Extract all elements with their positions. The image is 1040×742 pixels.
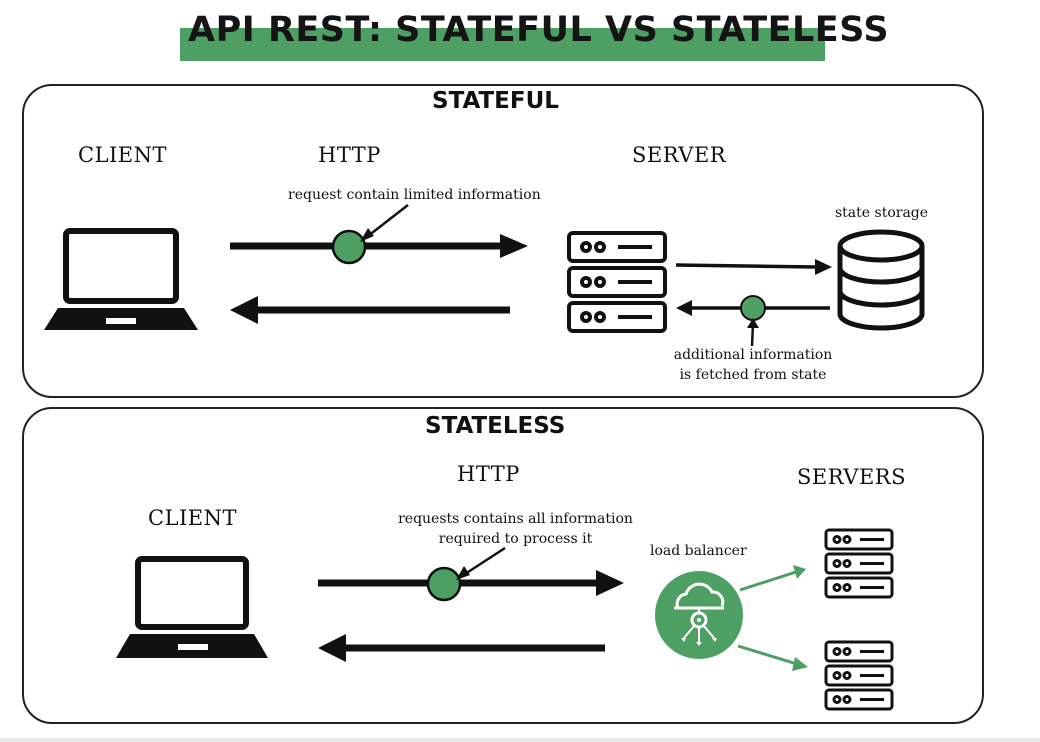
balancer-to-bottom-server-arrow (737, 644, 808, 671)
stateful-request-arrow (230, 234, 528, 258)
stateless-request-note-line1: requests contains all information (398, 511, 633, 527)
server-rack-icon (567, 231, 667, 333)
stateless-heading: STATELESS (425, 413, 566, 439)
stateless-request-note: requests contains all information requir… (388, 509, 643, 549)
title-highlight (180, 28, 825, 61)
fetch-note-line2: is fetched from state (679, 367, 827, 383)
stateless-servers-label: SERVERS (797, 465, 906, 489)
state-storage-label: state storage (835, 205, 929, 221)
stateful-client-label: CLIENT (78, 143, 168, 167)
server-rack-bottom-icon (824, 640, 894, 711)
stateless-http-label: HTTP (457, 462, 520, 486)
fetch-note: additional information is fetched from s… (668, 345, 838, 385)
balancer-to-top-server-arrow (739, 565, 806, 592)
stateful-laptop-icon (44, 228, 198, 330)
stateful-response-arrow (230, 296, 510, 324)
server-to-storage-arrow (675, 259, 832, 275)
stateless-request-arrow (318, 570, 624, 596)
server-rack-top-icon (824, 528, 894, 599)
stateful-note-pointer (360, 204, 409, 242)
stateless-laptop-icon (116, 556, 268, 658)
fetch-note-pointer (747, 318, 759, 347)
stateful-heading: STATEFUL (432, 88, 559, 114)
stateful-request-note: request contain limited information (288, 187, 541, 203)
database-icon (837, 229, 925, 331)
page-title: API REST: STATEFUL VS STATELESS (188, 10, 890, 50)
fetch-marker (740, 295, 766, 321)
stateful-request-marker (331, 229, 367, 265)
stateful-http-label: HTTP (318, 143, 381, 167)
stateless-client-label: CLIENT (148, 506, 238, 530)
stateful-panel (22, 84, 984, 398)
stateless-request-note-line2: required to process it (438, 531, 593, 547)
load-balancer-label: load balancer (650, 543, 747, 559)
stateless-response-arrow (318, 634, 605, 662)
cloud-gear-icon (655, 571, 743, 659)
stateless-note-pointer (456, 546, 506, 580)
fetch-note-line1: additional information (673, 347, 833, 363)
bottom-divider (0, 738, 1040, 742)
stateless-panel (22, 407, 984, 724)
stateless-request-marker (426, 566, 462, 602)
stateful-server-label: SERVER (632, 143, 727, 167)
